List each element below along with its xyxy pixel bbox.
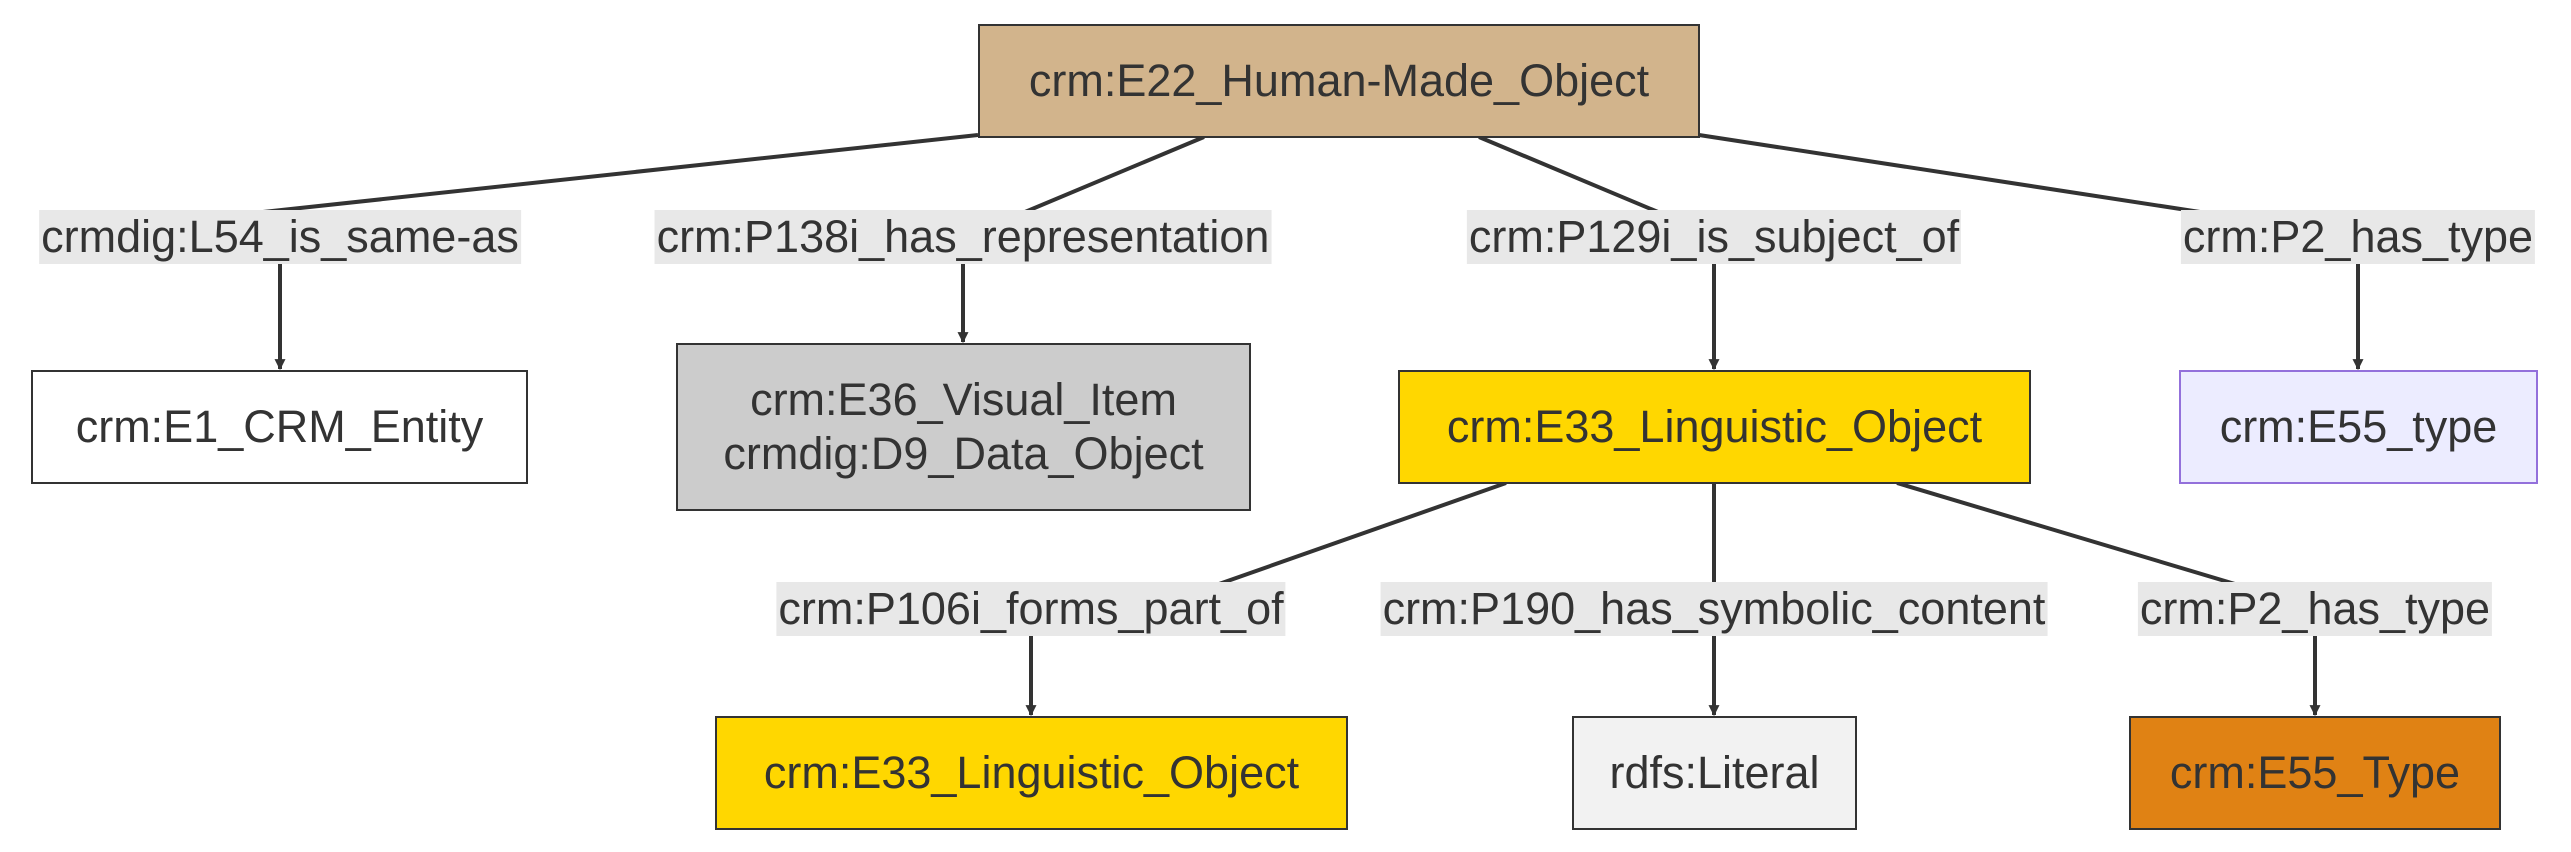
node-visual-item: crm:E36_Visual_Item crmdig:D9_Data_Objec… [676, 343, 1251, 511]
node-linguistic-object: crm:E33_Linguistic_Object [1398, 370, 2031, 484]
node-e55-type-light: crm:E55_type [2179, 370, 2538, 484]
node-human-made-object-label: crm:E22_Human-Made_Object [1028, 55, 1650, 106]
edge-label-has-type-root: crm:P2_has_type [2180, 210, 2536, 264]
node-e55-type-orange-label: crm:E55_Type [2169, 747, 2461, 798]
node-literal-label: rdfs:Literal [1609, 747, 1820, 798]
node-literal: rdfs:Literal [1572, 716, 1857, 830]
edge-label-same-as: crmdig:L54_is_same-as [39, 210, 521, 264]
node-crm-entity: crm:E1_CRM_Entity [31, 370, 528, 484]
node-crm-entity-label: crm:E1_CRM_Entity [75, 401, 484, 452]
edge-label-is-subject-of: crm:P129i_is_subject_of [1466, 210, 1962, 264]
node-human-made-object: crm:E22_Human-Made_Object [978, 24, 1700, 138]
node-linguistic-object-label: crm:E33_Linguistic_Object [1446, 401, 1983, 452]
node-visual-item-line1: crm:E36_Visual_Item [750, 374, 1177, 425]
node-visual-item-line2: crmdig:D9_Data_Object [723, 428, 1204, 479]
edge-label-has-type-ling: crm:P2_has_type [2137, 582, 2493, 636]
edge-label-has-representation: crm:P138i_has_representation [654, 210, 1272, 264]
node-linguistic-object-part: crm:E33_Linguistic_Object [715, 716, 1348, 830]
node-linguistic-object-part-label: crm:E33_Linguistic_Object [763, 747, 1300, 798]
node-e55-type-light-label: crm:E55_type [2219, 401, 2498, 452]
edge-label-symbolic-content: crm:P190_has_symbolic_content [1380, 582, 2048, 636]
node-e55-type-orange: crm:E55_Type [2129, 716, 2501, 830]
edge-label-forms-part-of: crm:P106i_forms_part_of [776, 582, 1286, 636]
